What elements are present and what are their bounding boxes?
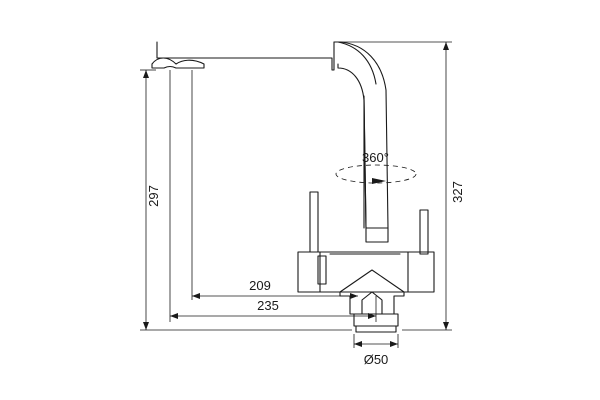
rotation-label: 360° bbox=[362, 150, 389, 165]
dimension-spout-height-label: 297 bbox=[146, 185, 161, 207]
mixer-body bbox=[297, 251, 435, 293]
spout-fitting bbox=[365, 227, 389, 243]
faucet-outline bbox=[151, 41, 435, 333]
mixer-cartridge-left bbox=[317, 255, 327, 285]
mixer-body-detail bbox=[319, 251, 409, 293]
spout-inner-wall bbox=[333, 41, 377, 229]
dimension-total-height: 327 bbox=[340, 41, 465, 331]
rotation-arrowhead bbox=[372, 178, 386, 184]
right-handle bbox=[419, 209, 429, 255]
dimension-reach-inner: 209 bbox=[192, 278, 358, 299]
dimension-reach-outer: 235 bbox=[170, 298, 376, 319]
mounting-base bbox=[353, 313, 399, 327]
dimension-base-diameter: Ø50 bbox=[353, 334, 399, 367]
spout-aerator bbox=[151, 57, 205, 69]
base-neck bbox=[339, 269, 405, 315]
mounting-base-lower bbox=[355, 325, 397, 333]
rotation-indicator: 360° bbox=[335, 150, 417, 184]
dimension-base-diameter-label: Ø50 bbox=[364, 352, 389, 367]
dimension-reach-inner-label: 209 bbox=[249, 278, 271, 293]
left-handle bbox=[309, 191, 319, 253]
reach-extension-lines bbox=[169, 70, 377, 322]
dimension-reach-outer-label: 235 bbox=[257, 298, 279, 313]
dimension-spout-height: 297 bbox=[140, 69, 352, 331]
rotation-ellipse bbox=[335, 164, 417, 184]
dimension-total-height-label: 327 bbox=[450, 181, 465, 203]
